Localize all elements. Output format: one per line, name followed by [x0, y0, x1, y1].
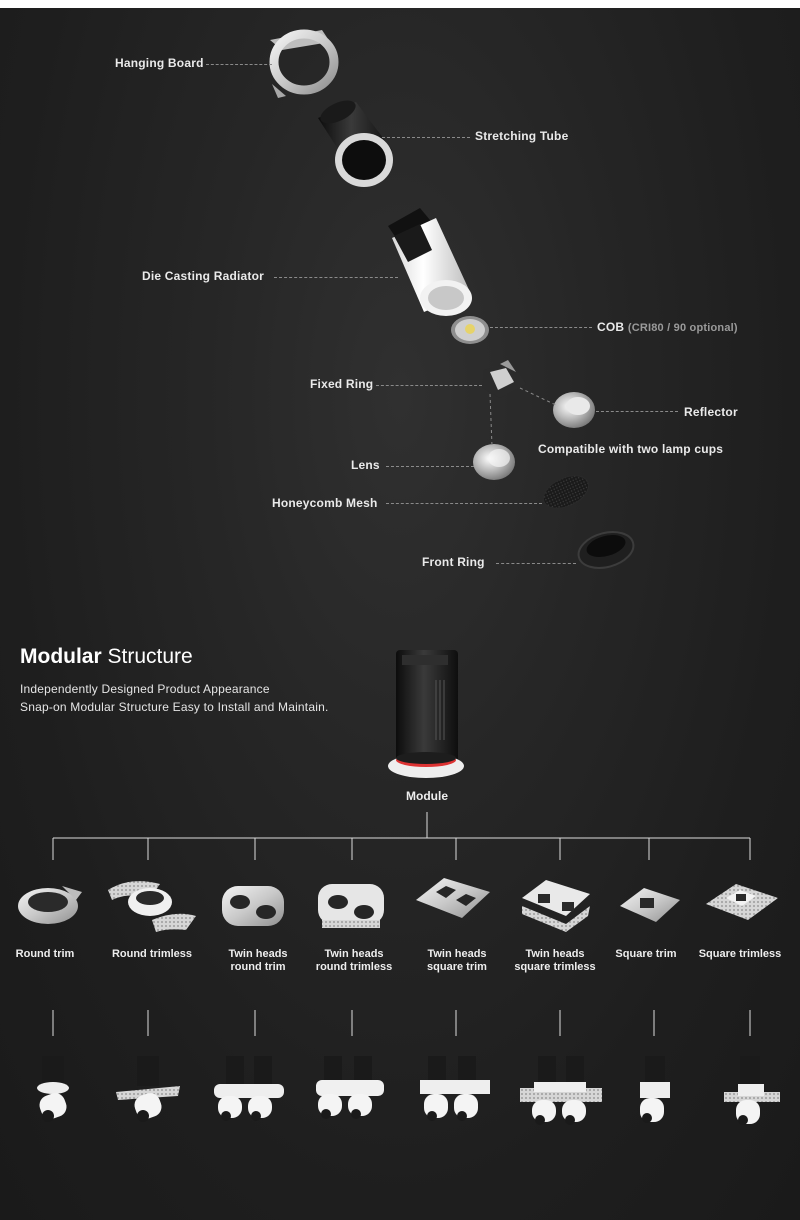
stretching-tube-part: [318, 100, 393, 187]
assembled-twin-square-trimless: [520, 1056, 602, 1125]
cob-note: (CRI80 / 90 optional): [627, 322, 738, 334]
label-lens: Lens: [351, 458, 380, 472]
label-honeycomb-mesh: Honeycomb Mesh: [272, 496, 378, 510]
assembled-round-trim: [37, 1056, 69, 1122]
reflector-part: [553, 392, 595, 428]
cob-part: [451, 316, 489, 344]
leader-stretching-tube: [382, 137, 470, 138]
lens-part: [473, 444, 515, 480]
variant-line1: Round trim: [15, 948, 75, 960]
cob-text: COB: [597, 320, 625, 334]
variant-square-trimless: Square trimless: [685, 948, 795, 961]
assembled-round-trimless: [116, 1056, 180, 1122]
leader-hanging-board: [206, 64, 272, 65]
variant-line2: round trim: [230, 961, 286, 973]
variant-line1: Twin heads: [525, 948, 585, 960]
leader-front-ring: [496, 563, 576, 564]
variant-round-trim: Round trim: [0, 948, 100, 961]
variant-square-trim: Square trim: [591, 948, 701, 961]
label-hanging-board: Hanging Board: [115, 56, 204, 70]
assembled-square-trimless: [724, 1056, 780, 1125]
title-bold: Modular: [20, 645, 102, 668]
title-rest: Structure: [107, 645, 193, 668]
variant-line2: round trimless: [315, 961, 393, 973]
module-label: Module: [406, 789, 448, 803]
leader-fixed-ring: [376, 385, 482, 386]
label-die-casting-radiator: Die Casting Radiator: [142, 269, 265, 283]
assembled-twin-round-trimless: [316, 1056, 384, 1119]
assembled-square-trim: [640, 1056, 670, 1123]
variant-round-trimless: Round trimless: [97, 948, 207, 961]
variant-line1: Twin heads: [427, 948, 487, 960]
accessory-twin-square-trim: [416, 878, 490, 918]
accessory-twin-square-trimless: [522, 880, 590, 932]
label-cob: COB (CRI80 / 90 optional): [597, 320, 738, 334]
label-stretching-tube: Stretching Tube: [475, 129, 569, 143]
variant-line1: Twin heads: [324, 948, 384, 960]
variant-line1: Square trimless: [698, 948, 782, 960]
variant-line2: square trim: [427, 961, 487, 973]
leader-cob: [490, 327, 592, 328]
internal-leader-lines: [489, 387, 559, 447]
assembled-twin-square-trim: [420, 1056, 490, 1121]
accessory-twin-round-trimless: [318, 884, 384, 928]
leader-die-casting-radiator: [274, 277, 398, 278]
modular-subtext-1: Independently Designed Product Appearanc…: [20, 682, 270, 696]
module-part: [388, 650, 464, 778]
modular-subtext-2: Snap-on Modular Structure Easy to Instal…: [20, 700, 329, 714]
modular-title: Modular Structure: [20, 645, 193, 669]
label-front-ring: Front Ring: [422, 555, 485, 569]
accessory-square-trimless: [706, 884, 778, 920]
fixed-ring-part: [482, 360, 526, 398]
accessory-twin-round-trim: [222, 886, 284, 926]
die-casting-radiator-part: [388, 208, 472, 316]
variant-line1: Square trim: [615, 948, 677, 960]
leader-lens: [386, 466, 474, 467]
accessory-square-trim: [620, 888, 680, 922]
assembled-twin-round-trim: [214, 1056, 284, 1121]
hanging-board-part: [269, 29, 339, 98]
label-reflector: Reflector: [684, 405, 738, 419]
variant-line1: Twin heads: [228, 948, 288, 960]
honeycomb-mesh-part: [542, 475, 590, 509]
variant-line1: Round trimless: [111, 948, 193, 960]
variant-line2: square trimless: [514, 961, 596, 973]
accessory-round-trimless: [108, 881, 196, 932]
leader-reflector: [596, 411, 678, 412]
front-ring-part: [577, 531, 635, 569]
leader-honeycomb-mesh: [386, 503, 542, 504]
label-compatible-note: Compatible with two lamp cups: [538, 442, 724, 456]
accessory-round-trim: [18, 886, 82, 924]
label-fixed-ring: Fixed Ring: [310, 377, 374, 391]
diagram-panel: [0, 8, 800, 1220]
tree-connectors: [52, 812, 751, 1036]
